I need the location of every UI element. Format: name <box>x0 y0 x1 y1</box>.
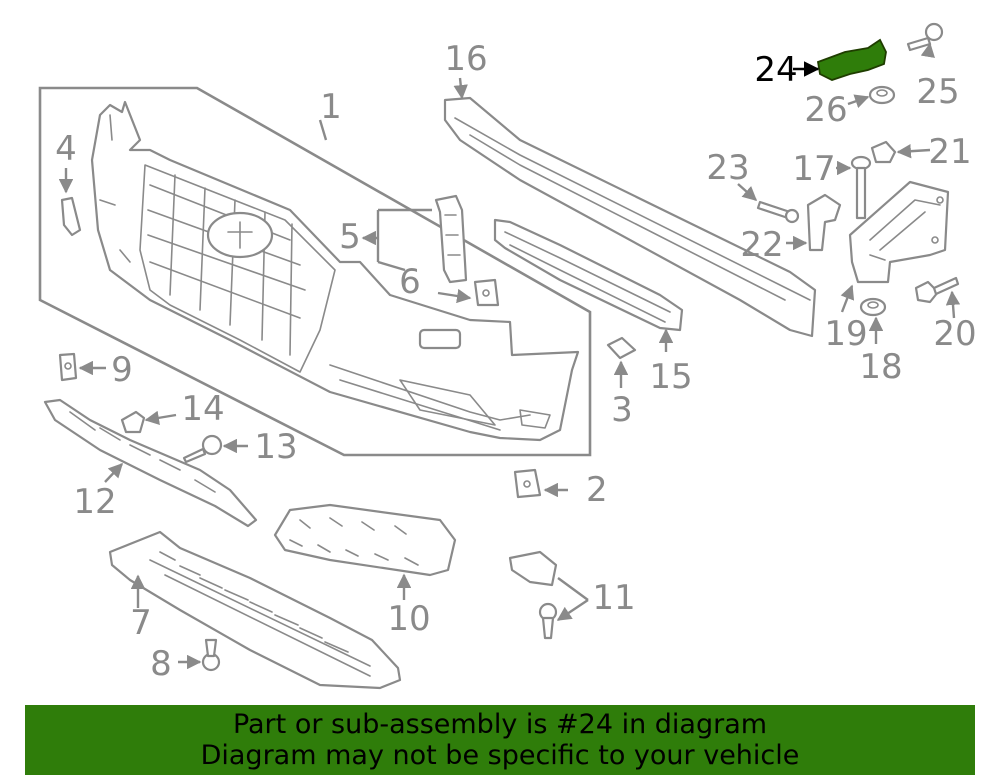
part-13-screw[interactable] <box>182 434 223 464</box>
leader-lines <box>58 42 961 670</box>
leader-19 <box>840 284 855 313</box>
part-12-lower-strip[interactable] <box>43 398 258 528</box>
callout-6: 6 <box>399 262 421 302</box>
callout-7: 7 <box>130 603 152 643</box>
part-1-bumper-cover[interactable] <box>90 100 580 442</box>
callout-3: 3 <box>611 390 633 430</box>
part-8-screw[interactable] <box>201 638 221 672</box>
callout-9: 9 <box>111 350 133 390</box>
part-23-bolt[interactable] <box>756 200 800 224</box>
callout-26: 26 <box>804 90 847 130</box>
leader-26 <box>847 94 870 109</box>
callout-8: 8 <box>150 644 172 684</box>
leader-12 <box>104 462 123 483</box>
callout-13: 13 <box>254 427 297 467</box>
part-14-clip[interactable] <box>120 410 146 434</box>
leader-1 <box>318 119 328 141</box>
callout-18: 18 <box>859 347 902 387</box>
callout-19: 19 <box>824 314 867 354</box>
part-26-nut[interactable] <box>868 85 896 105</box>
leader-16 <box>453 77 468 100</box>
part-11-bracket[interactable] <box>508 550 558 640</box>
callout-4: 4 <box>55 129 77 169</box>
callout-15: 15 <box>649 357 692 397</box>
callout-23: 23 <box>706 148 749 188</box>
part-18-nut[interactable] <box>859 297 887 317</box>
part-4-trim[interactable] <box>60 196 82 237</box>
leader-6 <box>377 260 470 298</box>
callout-25: 25 <box>916 72 959 112</box>
leader-11 <box>558 577 589 620</box>
callout-1: 1 <box>320 87 342 127</box>
callout-22: 22 <box>740 225 783 265</box>
part-16-impact-bar[interactable] <box>443 96 817 338</box>
part-3-clip[interactable] <box>606 336 637 360</box>
part-19-mount[interactable] <box>848 180 950 284</box>
callout-14: 14 <box>181 389 224 429</box>
callout-5: 5 <box>339 217 361 257</box>
part-5-bracket[interactable] <box>434 194 468 284</box>
callout-2: 2 <box>586 470 608 510</box>
part-21-nut[interactable] <box>870 140 897 164</box>
callout-11: 11 <box>592 578 635 618</box>
part-25-screw[interactable] <box>906 22 944 52</box>
callout-17: 17 <box>792 149 835 189</box>
banner-line-1: Part or sub-assembly is #24 in diagram <box>232 709 768 740</box>
callout-20: 20 <box>933 314 976 354</box>
banner-line-2: Diagram may not be specific to your vehi… <box>200 740 800 771</box>
part-7-undertray[interactable] <box>108 530 402 690</box>
part-10-lower-grille[interactable] <box>273 503 457 577</box>
callout-16: 16 <box>444 39 487 79</box>
callout-10: 10 <box>387 599 430 639</box>
callout-labels: 1 2 3 4 5 6 7 8 9 10 11 12 13 14 15 16 1… <box>55 39 976 684</box>
leader-23 <box>737 183 758 201</box>
callout-12: 12 <box>73 482 116 522</box>
part-17-bolt[interactable] <box>850 155 872 220</box>
part-22-bracket[interactable] <box>806 193 842 252</box>
callout-24: 24 <box>754 50 797 90</box>
leader-21 <box>896 144 931 159</box>
callout-21: 21 <box>928 132 971 172</box>
leader-14 <box>144 410 177 425</box>
leader-5 <box>363 208 432 262</box>
part-2-clip[interactable] <box>513 468 542 499</box>
part-20-bolt[interactable] <box>914 276 960 304</box>
info-banner: Part or sub-assembly is #24 in diagram D… <box>25 705 975 775</box>
leader-25 <box>920 42 935 58</box>
part-6-clip[interactable] <box>473 278 500 307</box>
part-15-absorber[interactable] <box>493 218 684 332</box>
part-9-clip[interactable] <box>58 352 78 382</box>
part-24-bracket[interactable] <box>816 38 887 81</box>
leader-20 <box>945 290 961 319</box>
